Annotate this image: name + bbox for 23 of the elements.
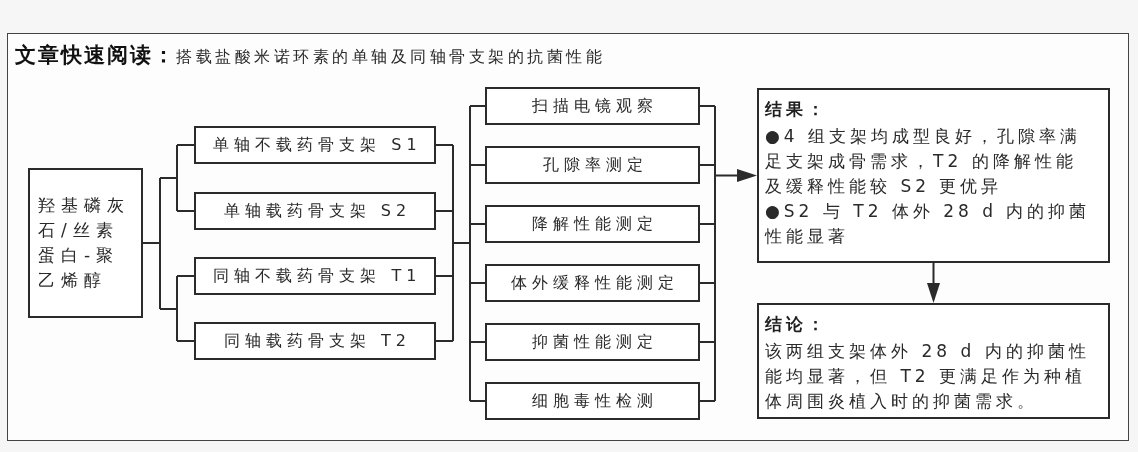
test-box: 扫描电镜观察	[485, 87, 700, 125]
scaffold-box: 单轴不载药骨支架 S1	[194, 126, 436, 164]
heading-text: 结论：	[765, 313, 828, 336]
paragraph-text: 该两组支架体外 28 d 内的抑菌性能均显著，但 T2 更满足作为种植体周围炎植入时的抑菌需求。	[765, 340, 1091, 413]
connector-line	[142, 144, 195, 342]
result-box	[757, 88, 1110, 263]
diagram-title: 文章快速阅读：搭载盐酸米诺环素的单轴及同轴骨支架的抗菌性能	[15, 42, 605, 69]
paragraph-text: ●S2 与 T2 体外 28 d 内的抑菌性能显著	[765, 200, 1092, 248]
test-box: 孔隙率测定	[485, 146, 700, 184]
arrow	[927, 262, 940, 303]
scaffold-box: 同轴不载药骨支架 T1	[194, 257, 436, 295]
scaffold-box: 同轴载药骨支架 T2	[194, 322, 436, 360]
paragraph-text: ●4 组支架均成型良好，孔隙率满足支架成骨需求，T2 的降解性能及缓释性能较 S2 更优异	[765, 125, 1083, 198]
test-box: 体外缓释性能测定	[485, 264, 700, 302]
conclusion-box	[757, 303, 1110, 419]
connector-line	[435, 105, 486, 402]
heading-text: 结果：	[765, 98, 828, 121]
test-box: 细胞毒性检测	[485, 382, 700, 420]
scaffold-box: 单轴载药骨支架 S2	[194, 192, 436, 230]
test-box: 降解性能测定	[485, 205, 700, 243]
material-box: 羟基磷灰石/丝素蛋白-聚乙烯醇	[28, 168, 143, 318]
arrow	[699, 105, 757, 402]
test-box: 抑菌性能测定	[485, 323, 700, 361]
